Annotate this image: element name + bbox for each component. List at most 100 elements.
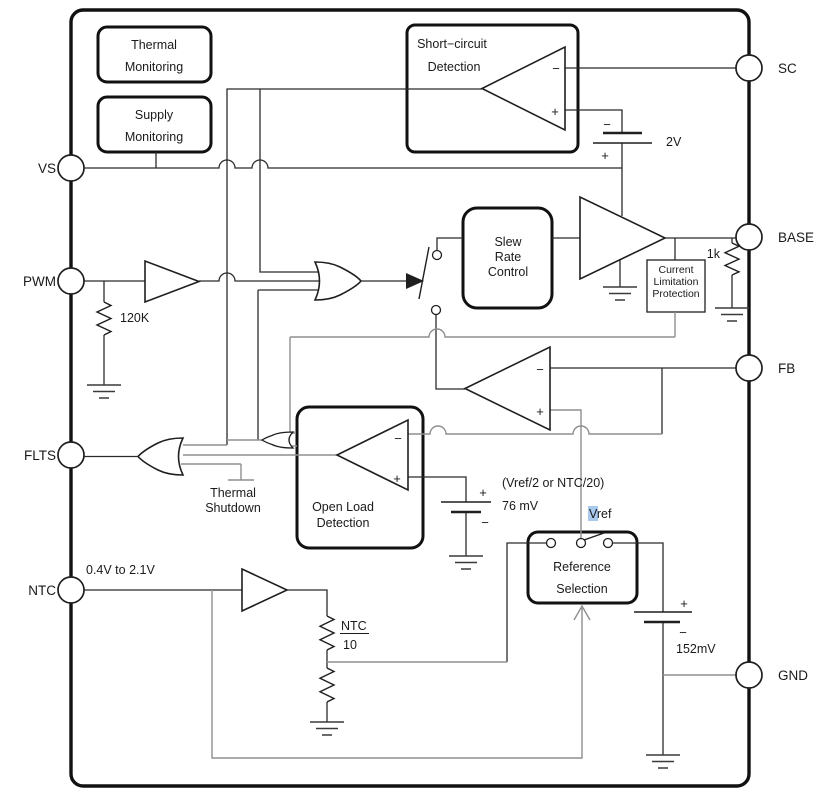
ground-icon: [646, 754, 680, 769]
base-pin: [735, 223, 763, 251]
reference-selection-block: [526, 530, 639, 605]
vref-selection-highlight: [588, 506, 598, 521]
switch-lower-wire: [435, 315, 465, 390]
switch-upper-contact: [431, 249, 443, 261]
sc-battery-plus: +: [601, 148, 609, 163]
fb-comparator: [463, 345, 551, 432]
ground-icon: [449, 555, 483, 570]
clp-feedback-wire: [290, 328, 675, 338]
gnd-battery-plus: +: [680, 596, 688, 611]
thermal-shutdown-label-2: Shutdown: [205, 501, 261, 515]
sc-plus-wire: [565, 109, 623, 133]
slew-rate-label-2: Rate: [495, 250, 521, 264]
ntc-range-label: 0.4V to 2.1V: [86, 563, 155, 577]
slew-rate-label-1: Slew: [494, 235, 522, 249]
short-circuit-label-1: Short−circuit: [417, 37, 487, 51]
thermal-monitoring-label-2: Monitoring: [125, 60, 183, 74]
pwm-or-gate: [313, 261, 363, 301]
pwm-buffer: [144, 259, 202, 304]
base-resistor-label: 1k: [707, 247, 721, 261]
thermal-shutdown-label-1: Thermal: [210, 486, 256, 500]
open-load-comparator: [335, 418, 409, 492]
supply-monitoring-block: [96, 95, 213, 154]
vref-formula-label: (Vref/2 or NTC/20): [502, 476, 604, 490]
refsel-left-contact: [545, 537, 557, 549]
old-battery-minus: −: [481, 515, 489, 530]
sc-pin: [735, 54, 763, 82]
vs-rail-wire: [84, 159, 622, 169]
current-limitation-protection-block: [646, 259, 706, 313]
battery-2v: [593, 131, 652, 144]
switch-blade: [418, 246, 430, 300]
gnd-pin: [735, 661, 763, 689]
thermal-monitoring-label-1: Thermal: [131, 38, 177, 52]
ground-icon: [715, 307, 749, 322]
diagram-text: VS PWM FLTS NTC SC BASE FB GND Thermal M…: [23, 37, 814, 683]
refsel-right-contact: [602, 537, 614, 549]
wires-black: [84, 67, 736, 755]
components: [84, 45, 749, 769]
sc-battery-label: 2V: [666, 135, 682, 149]
ground-icon: [603, 286, 637, 301]
ntc-pin: [57, 576, 85, 604]
flts-pin-label: FLTS: [24, 448, 56, 463]
function-blocks: [96, 23, 706, 605]
pwm-pin-label: PWM: [23, 274, 56, 289]
flts-pin: [57, 441, 85, 469]
reference-selection-label-2: Selection: [556, 582, 607, 596]
ntc-frac-den-label: 10: [343, 638, 357, 652]
battery-76mv: [441, 501, 491, 514]
refsel-center-contact: [575, 537, 587, 549]
switch-arrow-icon: [406, 273, 424, 289]
sc-comp-plus: +: [551, 104, 559, 119]
gate-feedback-up-wire: [257, 289, 321, 440]
sc-output-wire: [226, 88, 482, 445]
reference-selection-label-1: Reference: [553, 560, 611, 574]
refsel-left-wire: [506, 542, 546, 662]
vs-pin: [57, 154, 85, 182]
resistor-ntc-bottom: [318, 667, 336, 703]
vs-pin-label: VS: [38, 161, 56, 176]
gnd-battery-minus: −: [679, 625, 687, 640]
battery-152mv: [634, 611, 692, 624]
fault-and-gate: [260, 431, 295, 449]
resistor-120k: [95, 301, 113, 336]
fb-comp-minus: −: [536, 362, 544, 377]
open-load-label-1: Open Load: [312, 500, 374, 514]
pwm-buffer-out-wire: [199, 272, 323, 282]
slew-rate-control-block: [461, 206, 554, 310]
sc-battery-minus: −: [603, 117, 611, 132]
thermal-shutdown-wire: [181, 463, 254, 481]
refsel-arrowhead: [573, 604, 591, 621]
supply-monitoring-label-2: Monitoring: [125, 130, 183, 144]
old-battery-plus: +: [479, 485, 487, 500]
pwm-resistor-label: 120K: [120, 311, 150, 325]
ntc-buffer: [241, 567, 289, 613]
fb-comp-plus: +: [536, 404, 544, 419]
refsel-blade: [583, 532, 605, 541]
sc-comp-minus: −: [552, 61, 560, 76]
base-driver-buffer: [579, 195, 667, 281]
refsel-right-wire: [613, 542, 664, 612]
switch-lower-contact: [430, 304, 442, 316]
vref-label: Vref: [589, 507, 612, 521]
supply-monitoring-label-1: Supply: [135, 108, 174, 122]
ground-symbols: [87, 286, 749, 769]
gnd-battery-label: 152mV: [676, 642, 716, 656]
ntc-divider-wire: [287, 589, 328, 722]
base-pin-label: BASE: [778, 230, 814, 245]
short-circuit-label-2: Detection: [428, 60, 481, 74]
fb-pin: [735, 354, 763, 382]
current-limitation-label-1: Current: [658, 264, 693, 276]
old-battery-label: 76 mV: [502, 499, 539, 513]
resistor-ntc-top: [318, 615, 336, 651]
fault-or-gate: [136, 437, 185, 476]
ground-icon: [87, 384, 121, 399]
old-plus-wire: [408, 476, 467, 502]
vref-wire: [550, 409, 582, 538]
ntc-pin-label: NTC: [28, 583, 56, 598]
sc-pin-label: SC: [778, 61, 797, 76]
current-limitation-label-3: Protection: [652, 288, 699, 300]
